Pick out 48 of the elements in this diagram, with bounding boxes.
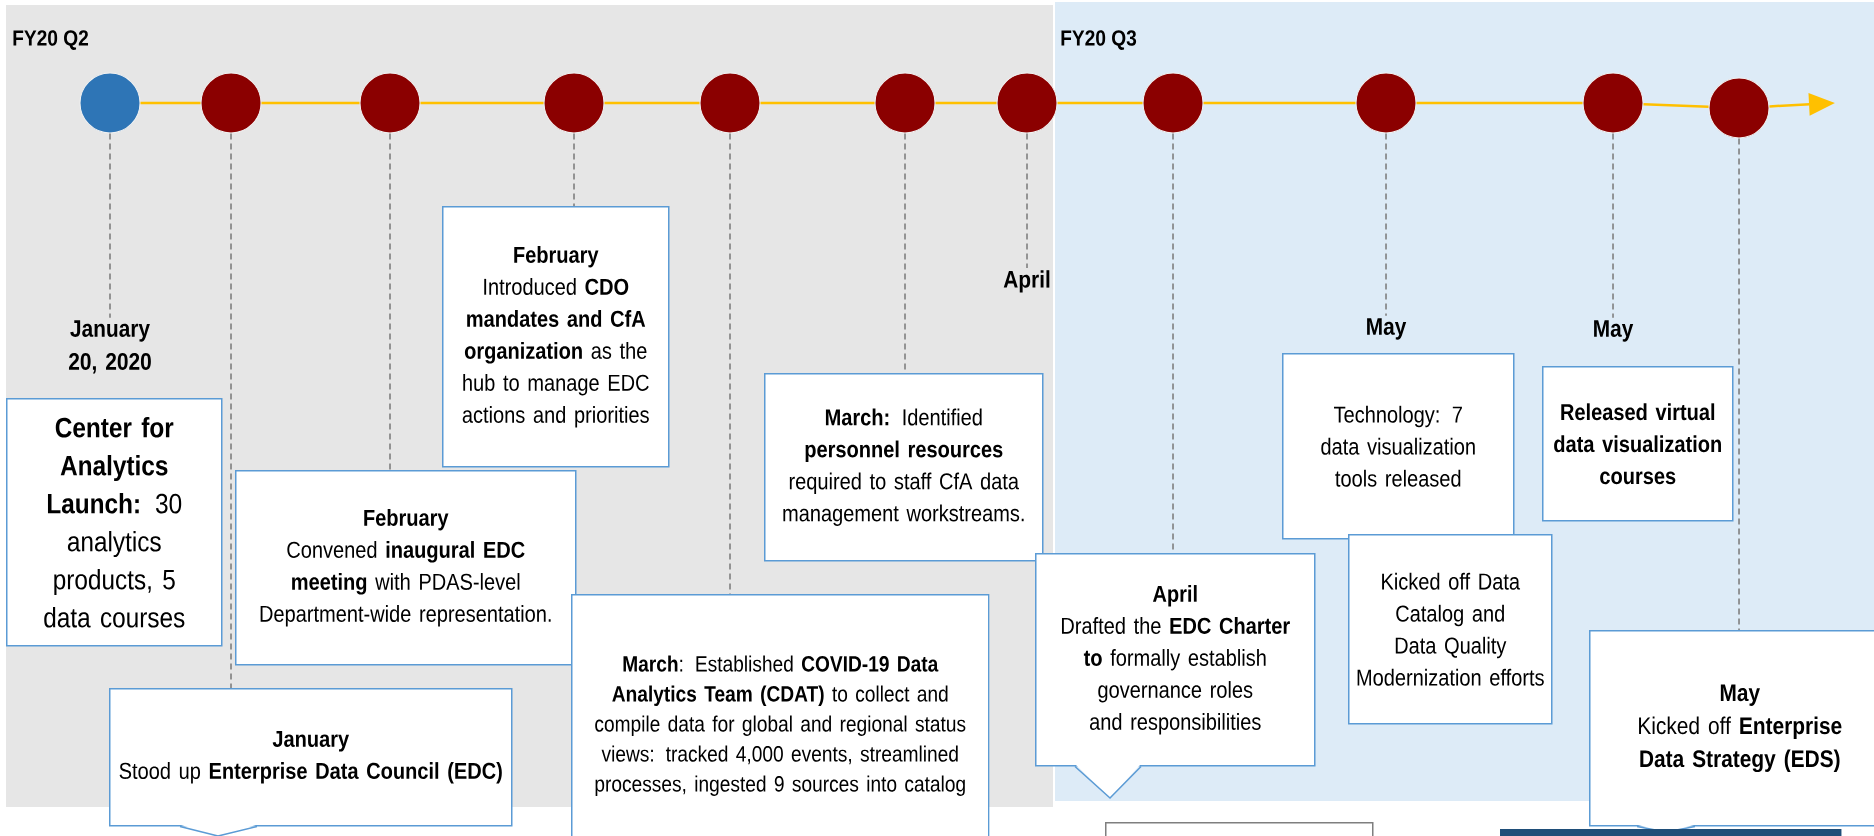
leader-line xyxy=(389,132,391,471)
date-heading: January 20, 2020 xyxy=(69,320,151,374)
callout-box: April Drafted the EDC Charter to formally establish governance roles and responsibilities xyxy=(1035,553,1316,800)
timeline-dot xyxy=(1708,77,1770,139)
timeline-dot xyxy=(543,72,605,134)
callout-box: January Stood up Enterprise Data Council (EDC) xyxy=(109,688,513,836)
leader-line xyxy=(1385,132,1387,317)
timeline-dot xyxy=(79,72,141,134)
event-box: February Convened inaugural EDC meeting with PDAS-level Department-wide representation. xyxy=(235,470,577,666)
event-box: Kicked off Data Catalog and Data Quality Modernization efforts xyxy=(1348,534,1553,725)
quarter-label: FY20 Q3 xyxy=(1061,30,1137,50)
leader-line xyxy=(573,132,575,207)
timeline-segment xyxy=(1203,101,1356,105)
cropped-bar xyxy=(1500,829,1842,836)
timeline-segment xyxy=(760,101,875,105)
quarter-label: FY20 Q2 xyxy=(13,30,88,50)
date-heading: May xyxy=(1367,318,1407,340)
date-heading: May xyxy=(1594,320,1634,342)
timeline-dot xyxy=(359,72,421,134)
timeline-segment xyxy=(1416,101,1583,105)
cropped-box xyxy=(1105,822,1374,836)
timeline-segment xyxy=(1057,101,1143,105)
timeline-segment xyxy=(140,101,201,105)
date-label: April xyxy=(1003,270,1050,293)
leader-line xyxy=(1026,132,1028,269)
timeline-segment xyxy=(935,101,997,105)
timeline-segment xyxy=(261,101,360,105)
timeline-dot xyxy=(874,72,936,134)
timeline-segment xyxy=(604,101,700,105)
timeline-segment xyxy=(420,101,544,105)
leader-line xyxy=(1612,132,1614,319)
timeline-dot xyxy=(200,72,262,134)
leader-line xyxy=(1738,137,1740,631)
timeline-dot xyxy=(996,72,1058,134)
timeline-dot xyxy=(1142,72,1204,134)
event-box: Released virtual data visualization courses xyxy=(1542,366,1734,522)
callout-box: May Kicked off Enterprise Data Strategy (EDS) xyxy=(1589,630,1874,833)
event-box: February Introduced CDO mandates and CfA organization as the hub to manage EDC actions and priorities xyxy=(442,206,670,468)
timeline-dot xyxy=(1582,72,1644,134)
event-box: Center for Analytics Launch: 30 analytics products, 5 data courses xyxy=(6,398,223,647)
event-box: March: Identified personnel resources required to staff CfA data management workstreams. xyxy=(764,373,1044,562)
leader-line xyxy=(109,132,111,319)
leader-line xyxy=(230,132,232,689)
timeline-dot xyxy=(699,72,761,134)
event-box: March: Established COVID-19 Data Analytics Team (CDAT) to collect and compile data for global and regional status views: tracked 4,000 events, streamlined processes, ingested 9 sources into catalog xyxy=(571,594,990,836)
timeline-dot xyxy=(1355,72,1417,134)
timeline-segment xyxy=(1643,102,1709,109)
event-box: Technology: 7 data visualization tools released xyxy=(1282,353,1515,540)
